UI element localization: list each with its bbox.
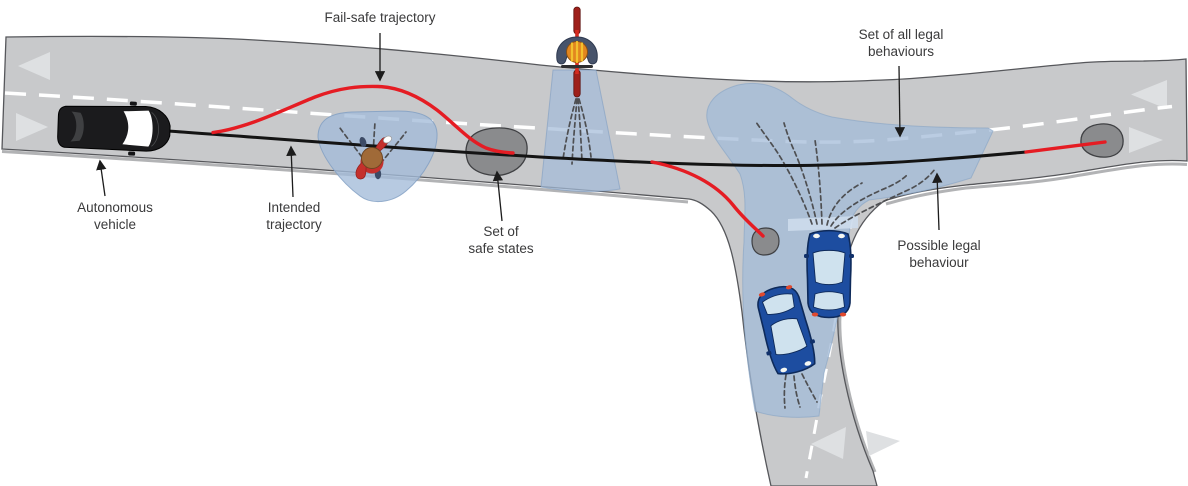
arrow-intended xyxy=(286,145,297,198)
label-line: Set of xyxy=(483,224,519,239)
label-line: Set of all legal xyxy=(858,27,944,42)
pedestrian-phone xyxy=(383,135,392,144)
label-line: safe states xyxy=(468,241,534,256)
departing-car-prediction xyxy=(783,374,787,409)
pedestrian-icon xyxy=(355,135,392,180)
chevron-branch-up-icon xyxy=(866,431,900,456)
label-line: behaviours xyxy=(867,44,935,59)
ego-windshield xyxy=(122,110,153,147)
oncoming-car-prediction xyxy=(830,174,908,227)
oncoming-car-prediction xyxy=(814,139,823,225)
label-line: Fail-safe trajectory xyxy=(324,10,436,25)
fail-safe-trajectory-branch xyxy=(650,160,765,238)
label-line: behaviour xyxy=(909,255,969,270)
label-line: vehicle xyxy=(93,217,137,232)
label-line: trajectory xyxy=(266,217,322,232)
label-line: Possible legal xyxy=(897,238,981,253)
cyclist-prediction xyxy=(562,98,577,160)
ego-hood-line xyxy=(151,111,159,147)
departing-car-prediction xyxy=(793,375,801,408)
oncoming-car-prediction xyxy=(755,121,813,225)
fail-safe-trajectory-right xyxy=(1024,140,1107,154)
chevron-east-right-icon xyxy=(1129,127,1163,153)
bike-handlebar xyxy=(561,65,593,68)
safe-state-blob-right xyxy=(1080,123,1124,158)
lane-direction-chevrons xyxy=(16,52,1167,459)
bike-rear-wheel xyxy=(573,6,581,35)
cyclist-icon xyxy=(556,6,598,98)
oncoming-car-prediction xyxy=(834,168,936,229)
intended-trajectory-line xyxy=(166,129,1028,168)
label-line: Autonomous xyxy=(77,200,153,215)
oncoming-car-prediction xyxy=(783,122,818,225)
road-edge-shadow xyxy=(1,150,1188,473)
bike-front-wheel xyxy=(573,69,581,98)
autonomous-vehicle-icon xyxy=(57,101,171,156)
arrow-safe-states xyxy=(492,170,504,222)
label-fail-safe-trajectory: Fail-safe trajectory xyxy=(324,9,435,26)
chevron-east-icon xyxy=(16,113,48,141)
annotation-arrows xyxy=(96,33,943,231)
arrow-possible xyxy=(932,172,943,231)
chevron-west-icon xyxy=(18,52,50,80)
chevron-west-right-icon xyxy=(1131,80,1167,109)
helmet-stripes xyxy=(570,40,584,64)
oncoming-car-prediction xyxy=(826,182,863,226)
cyclist-shoulders xyxy=(556,36,598,65)
label-set-of-all-legal-behaviours: Set of all legal behaviours xyxy=(859,26,944,60)
chevron-branch-down-icon xyxy=(811,427,846,459)
cyclist-prediction xyxy=(578,98,592,158)
label-line: Intended xyxy=(267,200,321,215)
departing-car-prediction xyxy=(801,373,818,403)
cyclist-prediction xyxy=(577,98,583,162)
label-possible-legal-behaviour: Possible legal behaviour xyxy=(897,237,980,271)
oncoming-car-icon xyxy=(803,229,855,319)
junction-stop-strip xyxy=(788,216,858,231)
label-intended-trajectory: Intended trajectory xyxy=(266,199,322,233)
pedestrian-foot xyxy=(359,136,367,148)
arrow-legal-set xyxy=(894,65,906,138)
ego-mirror xyxy=(129,101,137,106)
ego-mirror xyxy=(128,151,136,156)
fail-safe-trajectory-pedestrian xyxy=(211,84,515,155)
label-autonomous-vehicle: Autonomous vehicle xyxy=(77,199,153,233)
arrow-autonomous xyxy=(96,159,107,197)
fail-safe-trajectories xyxy=(211,84,1107,238)
safe-state-blob-branch xyxy=(751,227,780,256)
pedestrian-head xyxy=(361,147,383,169)
branch-lane-marking xyxy=(804,214,854,479)
ego-rear-window xyxy=(70,111,84,142)
label-set-of-safe-states: Set of safe states xyxy=(468,223,533,257)
